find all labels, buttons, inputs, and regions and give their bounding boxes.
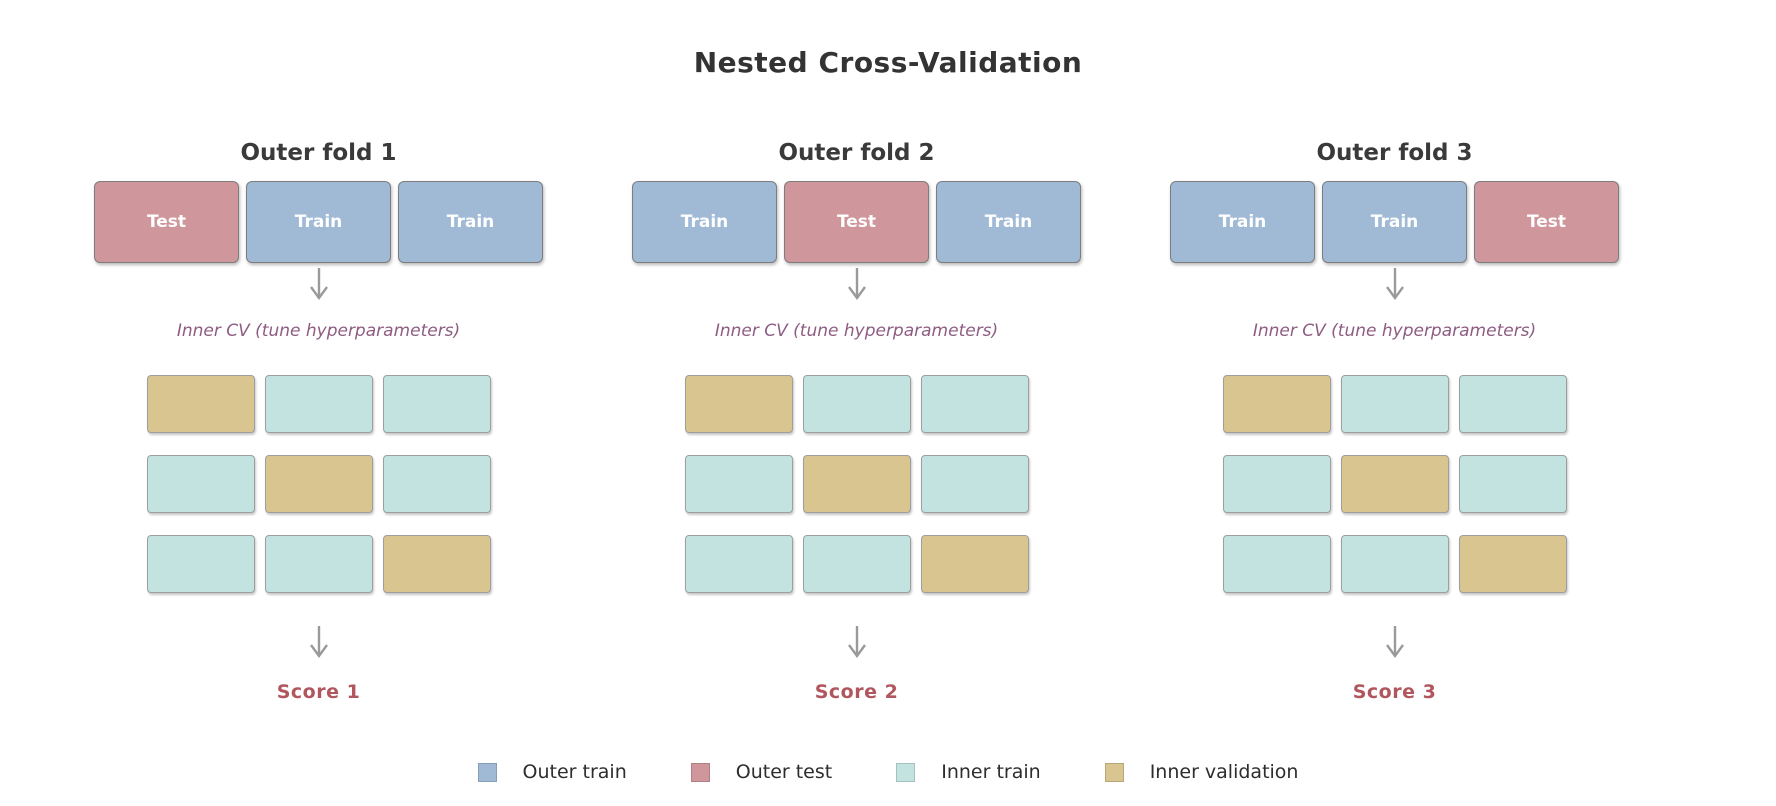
inner-cv-label: Inner CV (tune hyperparameters) <box>176 321 461 341</box>
outer-box-test: Test <box>94 181 239 263</box>
legend-label: Inner train <box>941 761 1041 783</box>
inner-validation-box <box>1458 535 1567 593</box>
page-title: Nested Cross-Validation <box>693 46 1083 79</box>
inner-validation-box <box>802 455 911 513</box>
inner-validation-box <box>1222 375 1331 433</box>
score-label: Score 1 <box>276 681 361 703</box>
inner-train-box <box>920 375 1029 433</box>
down-arrow-icon <box>308 625 330 658</box>
legend-item: Inner validation <box>1104 761 1299 783</box>
inner-cv-label: Inner CV (tune hyperparameters) <box>714 321 999 341</box>
inner-validation-box <box>684 375 793 433</box>
inner-train-box <box>146 535 255 593</box>
inner-train-box <box>264 375 373 433</box>
inner-validation-box <box>1340 455 1449 513</box>
inner-train-box <box>1458 375 1567 433</box>
inner-train-box <box>382 455 491 513</box>
inner-validation-box <box>382 535 491 593</box>
legend-label: Outer train <box>522 761 627 783</box>
inner-cv-grid <box>146 375 491 593</box>
legend-item: Outer train <box>477 761 627 783</box>
inner-validation-box <box>264 455 373 513</box>
legend-item: Inner train <box>896 761 1041 783</box>
down-arrow-icon <box>308 267 330 300</box>
inner-train-box <box>920 455 1029 513</box>
inner-train-box <box>382 375 491 433</box>
fold-title: Outer fold 3 <box>1316 140 1473 166</box>
legend: Outer train Outer test Inner train Inner va… <box>0 761 1776 783</box>
inner-cv-label: Inner CV (tune hyperparameters) <box>1252 321 1537 341</box>
inner-train-box <box>264 535 373 593</box>
inner-train-box <box>802 535 911 593</box>
inner-train-box <box>684 535 793 593</box>
outer-box-train: Train <box>1322 181 1467 263</box>
inner-validation-box <box>920 535 1029 593</box>
score-label: Score 2 <box>814 681 899 703</box>
legend-label: Inner validation <box>1149 761 1299 783</box>
down-arrow-icon <box>1384 625 1406 658</box>
inner-train-box <box>1458 455 1567 513</box>
outer-box-train: Train <box>246 181 391 263</box>
down-arrow-icon <box>846 267 868 300</box>
legend-swatch <box>1104 762 1124 782</box>
inner-validation-box <box>146 375 255 433</box>
legend-swatch <box>896 762 916 782</box>
legend-label: Outer test <box>735 761 833 783</box>
outer-box-train: Train <box>398 181 543 263</box>
outer-box-train: Train <box>1170 181 1315 263</box>
inner-train-box <box>1222 455 1331 513</box>
inner-train-box <box>146 455 255 513</box>
inner-cv-grid <box>684 375 1029 593</box>
inner-train-box <box>684 455 793 513</box>
legend-swatch <box>477 762 497 782</box>
inner-cv-grid <box>1222 375 1567 593</box>
score-label: Score 3 <box>1352 681 1437 703</box>
legend-item: Outer test <box>690 761 833 783</box>
outer-box-test: Test <box>784 181 929 263</box>
outer-box-test: Test <box>1474 181 1619 263</box>
down-arrow-icon <box>1384 267 1406 300</box>
legend-swatch <box>690 762 710 782</box>
inner-train-box <box>802 375 911 433</box>
fold-title: Outer fold 2 <box>778 140 935 166</box>
fold-title: Outer fold 1 <box>240 140 397 166</box>
outer-box-train: Train <box>632 181 777 263</box>
outer-box-train: Train <box>936 181 1081 263</box>
inner-train-box <box>1222 535 1331 593</box>
inner-train-box <box>1340 535 1449 593</box>
down-arrow-icon <box>846 625 868 658</box>
inner-train-box <box>1340 375 1449 433</box>
